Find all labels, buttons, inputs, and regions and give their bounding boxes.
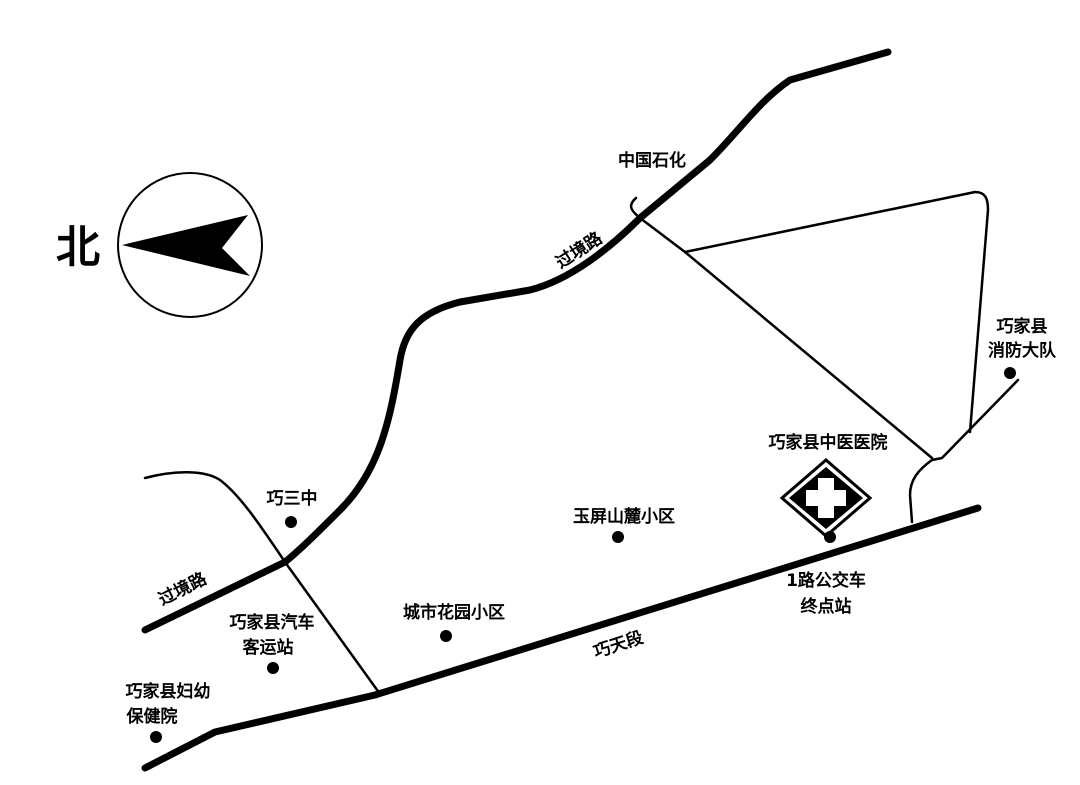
sinopec-spur xyxy=(629,196,642,220)
poi-qiao-no3-middle-school xyxy=(285,516,297,528)
west-road xyxy=(143,470,382,696)
poi-fire-brigade xyxy=(1004,367,1016,379)
label-fire-brigade-2: 消防大队 xyxy=(988,340,1057,361)
label-city-garden-community: 城市花园小区 xyxy=(403,602,505,623)
label-tcm-hospital: 巧家县中医医院 xyxy=(769,432,888,453)
label-bus-terminal-1: 1路公交车 xyxy=(786,570,866,591)
label-maternal-child-hospital-2: 保健院 xyxy=(126,706,178,727)
compass: 北 xyxy=(56,172,263,318)
label-coach-station-1: 巧家县汽车 xyxy=(230,612,315,633)
label-coach-station-2: 客运站 xyxy=(242,637,294,658)
poi-yuping-community xyxy=(612,531,624,543)
qiaotian-road xyxy=(141,504,982,772)
guojing-road xyxy=(141,48,892,634)
poi-city-garden-community xyxy=(440,630,452,642)
cross-road-upper xyxy=(683,190,990,434)
north-arrow-icon xyxy=(122,215,250,276)
label-sinopec: 中国石化 xyxy=(618,150,686,171)
label-bus-terminal-2: 终点站 xyxy=(801,596,852,617)
hospital-icon xyxy=(779,458,873,538)
poi-bus-terminal xyxy=(824,531,836,543)
fire-brigade-road xyxy=(908,378,1020,524)
label-maternal-child-hospital-1: 巧家县妇幼 xyxy=(126,681,211,702)
road-label-qiaotian: 巧天段 xyxy=(591,627,646,663)
diagonal-road xyxy=(638,216,934,460)
poi-coach-station xyxy=(267,662,279,674)
label-yuping-community: 玉屏山麓小区 xyxy=(573,506,675,527)
poi-maternal-child-hospital xyxy=(150,731,162,743)
north-label: 北 xyxy=(56,222,100,273)
label-qiao-no3-middle-school: 巧三中 xyxy=(267,488,318,509)
label-fire-brigade-1: 巧家县 xyxy=(997,316,1048,337)
